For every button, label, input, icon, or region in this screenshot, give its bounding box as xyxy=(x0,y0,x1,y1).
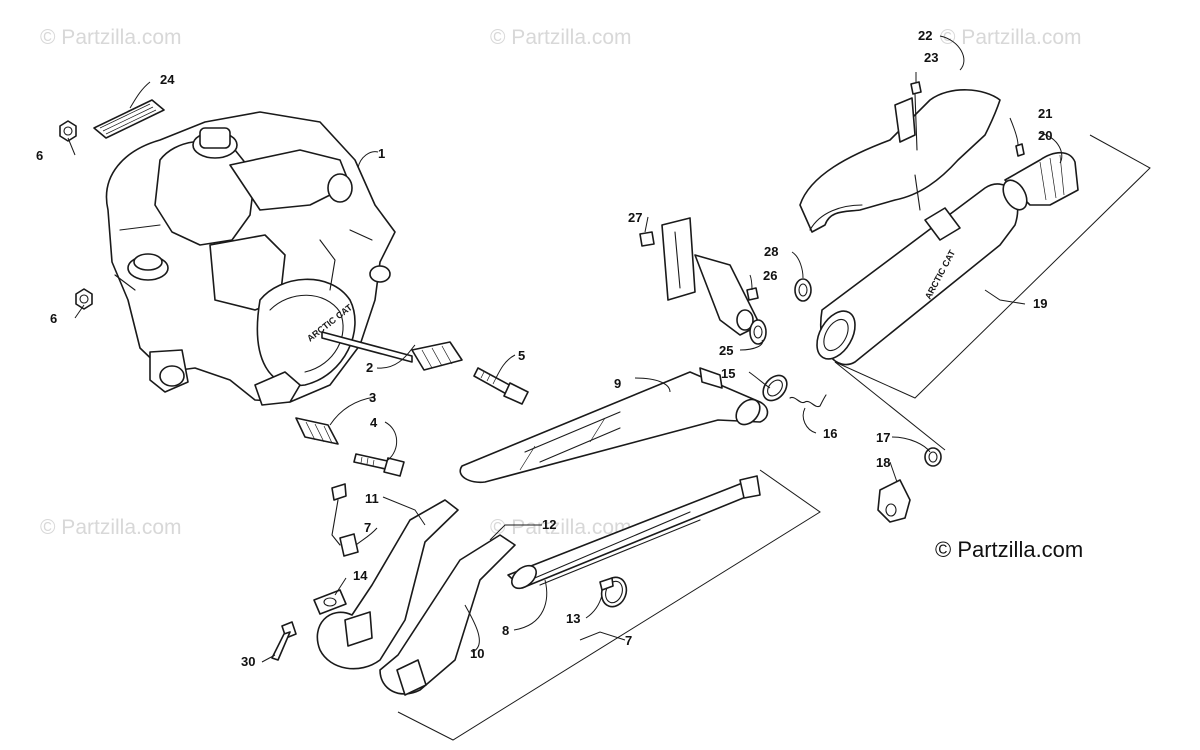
callout-3: 3 xyxy=(369,390,376,405)
callout-19: 18 xyxy=(876,455,890,470)
decal-part xyxy=(93,99,165,139)
watermark: © Partzilla.com xyxy=(490,26,632,49)
callout-20: 19 xyxy=(1033,296,1047,311)
heat-shield-part xyxy=(799,89,1001,233)
copyright-notice: © Partzilla.com xyxy=(935,537,1083,562)
callout-24: 23 xyxy=(924,50,938,65)
group-outline-20 xyxy=(834,134,1151,451)
muffler-part: ARCTIC CAT xyxy=(816,183,1019,366)
callout-10: 9 xyxy=(614,376,621,391)
callout-1: 1 xyxy=(378,146,385,161)
callout-6: 6 xyxy=(36,148,43,163)
mid-pipe-part xyxy=(459,367,769,484)
callout-25: 24 xyxy=(160,72,175,87)
callout-22: 21 xyxy=(1038,106,1052,121)
bolt-part-30 xyxy=(271,621,297,661)
fastener-parts xyxy=(295,331,529,477)
callout-17: 16 xyxy=(823,426,837,441)
callouts: 24 6 6 1 2 3 4 5 11 7 12 9 8 13 7 10 14 … xyxy=(36,28,1052,669)
tailpipe-part xyxy=(1002,143,1079,211)
header-pipe-part xyxy=(316,475,761,696)
clamp-part xyxy=(599,576,628,608)
mount-bracket-part xyxy=(639,217,767,345)
callout-9: 8 xyxy=(502,623,509,638)
callout-23: 22 xyxy=(918,28,932,43)
callout-30: 30 xyxy=(241,654,255,669)
bracket-part-19 xyxy=(877,447,942,523)
callout-28: 27 xyxy=(628,210,642,225)
callout-16: 15 xyxy=(721,366,735,381)
callout-26: 25 xyxy=(719,343,733,358)
leader-lines xyxy=(67,35,1063,663)
watermark: © Partzilla.com xyxy=(40,26,182,49)
callout-13: 12 xyxy=(542,517,556,532)
callout-15: 14 xyxy=(353,568,368,583)
watermark: © Partzilla.com xyxy=(940,26,1082,49)
engine-assembly: ARCTIC CAT xyxy=(105,111,396,406)
callout-18: 17 xyxy=(876,430,890,445)
callout-11: 10 xyxy=(470,646,484,661)
o2-sensor-part xyxy=(331,483,359,557)
callout-14: 13 xyxy=(566,611,580,626)
gasket-part xyxy=(762,374,788,402)
callout-6-lower: 6 xyxy=(50,311,57,326)
callout-29: 28 xyxy=(764,244,778,259)
nut-parts xyxy=(59,120,93,310)
callout-2: 2 xyxy=(366,360,373,375)
callout-21: 20 xyxy=(1038,128,1052,143)
watermarks: © Partzilla.com © Partzilla.com © Partzi… xyxy=(40,26,1082,539)
callout-7: 7 xyxy=(364,520,371,535)
callout-4: 4 xyxy=(370,415,378,430)
callout-8: 7 xyxy=(625,633,632,648)
spring-part xyxy=(789,394,827,408)
grommet-part xyxy=(794,278,812,302)
watermark: © Partzilla.com xyxy=(490,516,632,539)
callout-12: 11 xyxy=(365,491,379,506)
callout-27: 26 xyxy=(763,268,777,283)
watermark: © Partzilla.com xyxy=(40,516,182,539)
callout-5: 5 xyxy=(518,348,525,363)
group-outline-8 xyxy=(397,469,821,741)
exhaust-gasket-part xyxy=(313,589,347,615)
